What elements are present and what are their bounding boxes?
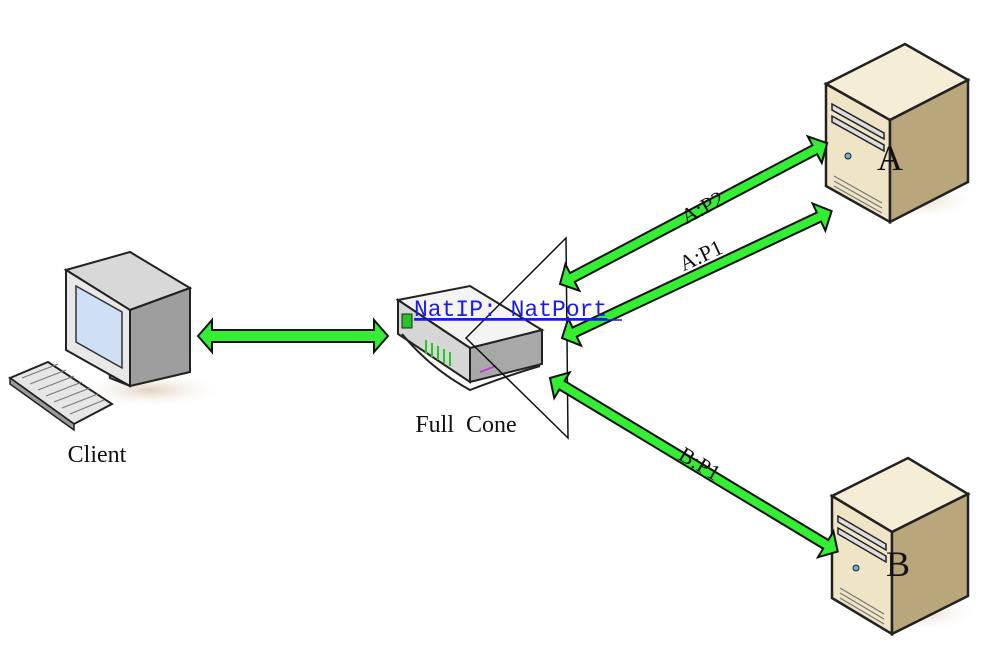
server-a-label: A — [877, 138, 903, 178]
b-p1-arrow — [548, 370, 839, 559]
client-nat-arrow — [196, 317, 390, 355]
server-a-icon — [823, 42, 978, 225]
a-p1-arrow — [560, 201, 833, 348]
nat-address-label: NatIP: NatPort — [414, 297, 607, 323]
client-label: Client — [68, 442, 127, 468]
a-p2-label: A:P2 — [677, 186, 729, 229]
server-b-label: B — [886, 544, 910, 584]
client-computer-icon — [7, 250, 225, 432]
a-p2-arrow — [558, 134, 829, 293]
nat-label: Full Cone — [415, 412, 516, 438]
server-b-icon — [829, 456, 982, 637]
